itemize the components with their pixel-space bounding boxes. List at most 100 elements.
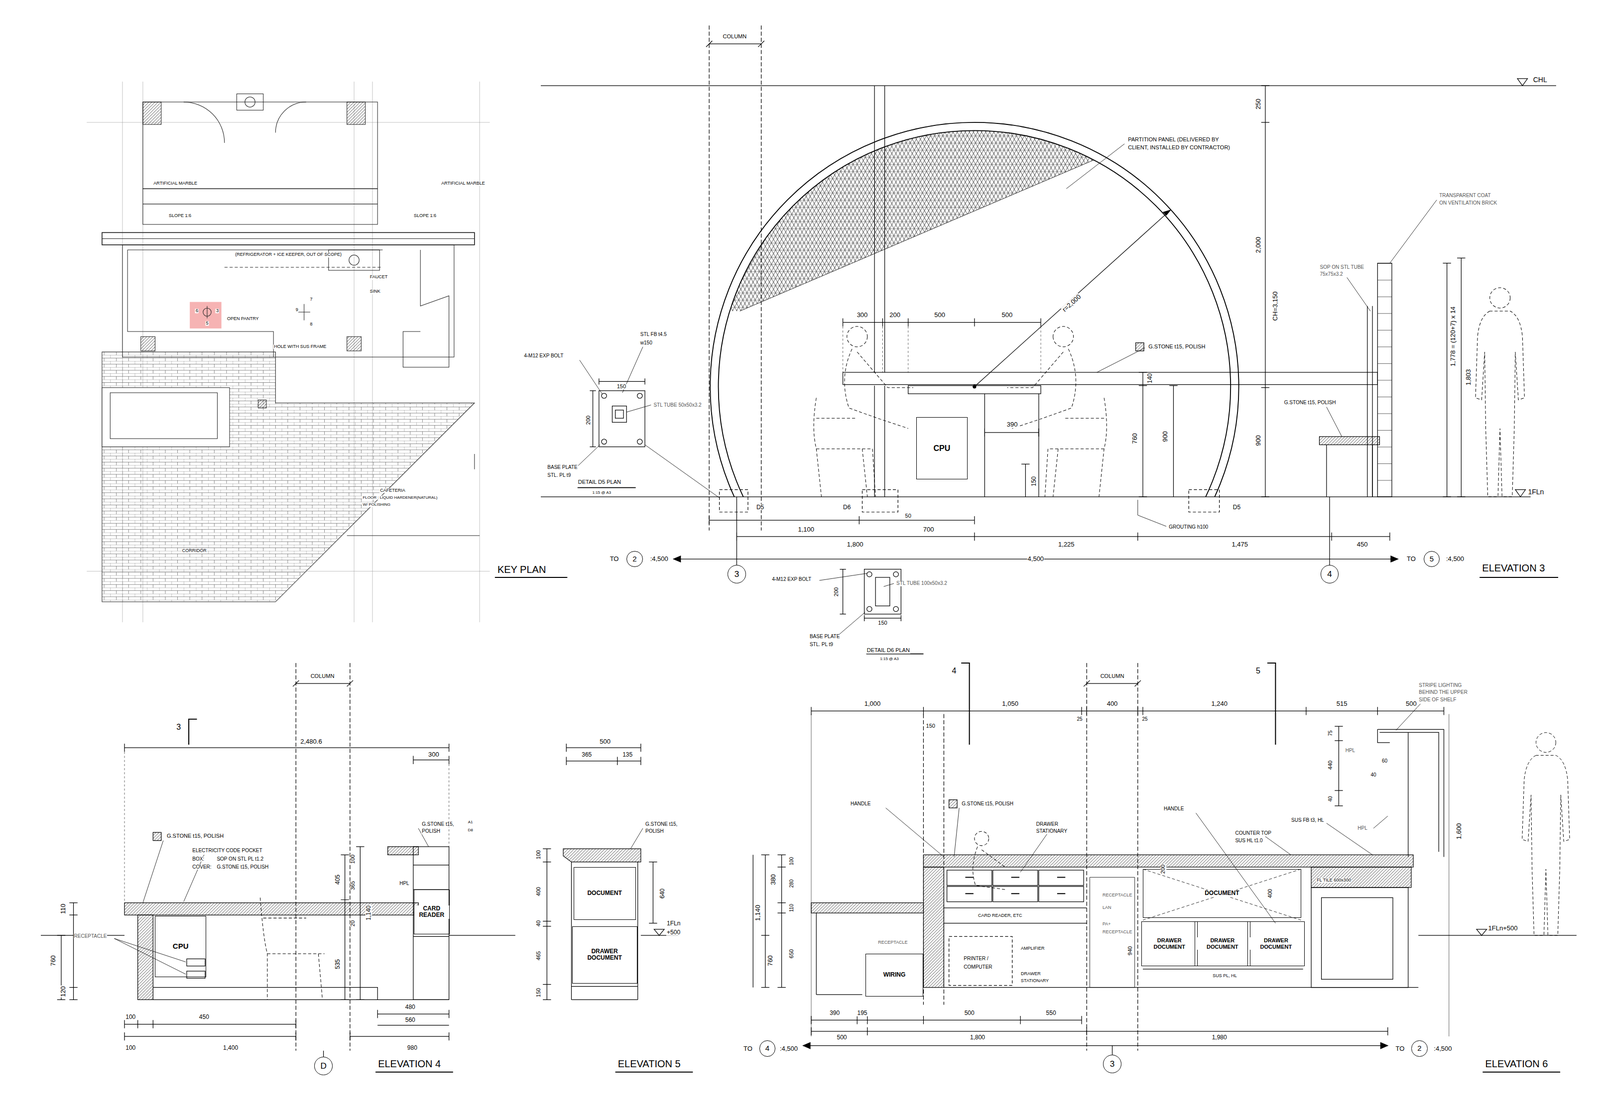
drawing-note: SUS FB t3, HL bbox=[1290, 817, 1325, 824]
elevation-5-part bbox=[566, 743, 641, 766]
key-plan-part bbox=[86, 81, 490, 623]
grid-number: 2 bbox=[631, 555, 638, 564]
drawing-note: 50 bbox=[904, 513, 912, 520]
elevation-6-part bbox=[1311, 887, 1409, 988]
drawing-note: PA+ bbox=[1102, 922, 1112, 927]
drawing-note: BASE PLATE bbox=[546, 464, 578, 471]
drawing-note: ELEVATION 6 bbox=[1484, 1059, 1549, 1070]
elevation-5-part bbox=[648, 862, 657, 924]
drawing-note: RECEPTACLE bbox=[1102, 893, 1133, 899]
elevation-4 bbox=[40, 663, 516, 1073]
drawing-note: 1,240 bbox=[1210, 700, 1229, 708]
drawing-note: D6 bbox=[842, 503, 852, 511]
dimension-text: 1,140 bbox=[754, 904, 762, 923]
box-label: CPU bbox=[171, 942, 190, 952]
drawing-note: SLOPE 1:6 bbox=[168, 214, 192, 219]
elevation-3-part bbox=[1261, 85, 1270, 497]
drawing-note: ON VENTILATION BRICK bbox=[1438, 200, 1498, 207]
drawing-note: ELEVATION 4 bbox=[377, 1059, 442, 1070]
drawing-note: STATIONARY bbox=[1035, 829, 1068, 835]
elevation-4-part bbox=[375, 1072, 454, 1074]
drawing-note: HOLE WITH SUS FRAME bbox=[273, 344, 327, 350]
drawing-note: GROUTING h100 bbox=[1168, 524, 1209, 531]
elevation-6-part bbox=[885, 704, 1421, 924]
detail-plans bbox=[576, 347, 924, 655]
drawing-note: COLUMN bbox=[722, 33, 748, 40]
dimension-text: 405 bbox=[334, 873, 342, 885]
elevation-5-part bbox=[571, 862, 638, 1001]
drawing-note: DRAWER bbox=[1035, 822, 1059, 828]
elevation-3-part bbox=[1021, 464, 1030, 497]
drawing-note: PARTITION PANEL (DELIVERED BY bbox=[1127, 136, 1220, 143]
elevation-6-part bbox=[949, 800, 958, 809]
elevation-4-part bbox=[188, 719, 197, 745]
drawing-note: 480 bbox=[404, 1003, 416, 1011]
grid-number: 5 bbox=[1428, 555, 1435, 564]
drawing-note: 500 bbox=[1001, 311, 1014, 319]
drawing-note: ELEVATION 3 bbox=[1481, 563, 1546, 574]
elevation-4-part bbox=[114, 828, 429, 975]
drawing-note: 200 bbox=[888, 311, 901, 319]
grid-bubble: 5 bbox=[1423, 551, 1441, 568]
drawing-note: 1,800 bbox=[846, 541, 864, 549]
drawing-note: FL TILE 600x300 bbox=[1316, 878, 1352, 883]
key-plan-part bbox=[102, 238, 475, 240]
drawing-note: RECEPTACLE bbox=[1102, 930, 1133, 935]
grid-number: 3 bbox=[733, 569, 740, 580]
elevation-4-part bbox=[413, 865, 450, 937]
drawing-note: COLUMN bbox=[1100, 673, 1125, 680]
dimension-text: 140 bbox=[1146, 372, 1154, 384]
dimension-text: 110 bbox=[59, 903, 67, 916]
key-plan-part bbox=[140, 336, 156, 352]
elevation-3-part bbox=[1442, 257, 1466, 497]
elevation-6-part bbox=[923, 867, 944, 988]
drawing-note: BEHIND THE UPPER bbox=[1418, 690, 1469, 696]
cabinet-box: DRAWER DOCUMENT bbox=[1194, 921, 1251, 967]
drawing-note: 195 bbox=[856, 1010, 868, 1017]
elevation-6-part bbox=[973, 733, 1570, 937]
key-plan-part bbox=[257, 399, 266, 408]
detail-plans-part bbox=[615, 410, 624, 419]
elevation-3-part-part bbox=[1475, 287, 1525, 497]
drawing-note: CARD READER, ETC bbox=[977, 914, 1023, 919]
drawing-note: +500 bbox=[666, 929, 681, 937]
drawing-note: SIDE OF SHELF bbox=[1418, 697, 1457, 704]
elevation-4-part bbox=[186, 959, 206, 967]
detail-plans-part bbox=[599, 390, 645, 448]
drawing-note: 1,475 bbox=[1230, 541, 1249, 549]
drawing-note: 25 bbox=[1141, 717, 1149, 723]
elevation-3-part bbox=[843, 372, 1378, 385]
elevation-4-part bbox=[260, 897, 325, 1000]
drawing-note: G.STONE t15, bbox=[644, 822, 678, 828]
box-label: DRAWER DOCUMENT bbox=[1195, 937, 1251, 951]
drawing-note: STRIPE LIGHTING bbox=[1418, 683, 1463, 689]
drawing-note: G.STONE t15, POLISH bbox=[216, 864, 269, 871]
drawing-note: FLOOR : LIQUID HARDENER(NATURAL) bbox=[362, 495, 438, 500]
elevation-3-part bbox=[843, 318, 1042, 327]
box-label: DOCUMENT bbox=[586, 890, 623, 897]
dimension-text: 110 bbox=[789, 903, 795, 913]
drawing-note: KEY PLAN bbox=[496, 564, 547, 575]
drawing-note: 500 bbox=[933, 311, 946, 319]
elevation-3-part-part bbox=[1006, 326, 1107, 497]
elevation-3-part bbox=[843, 326, 1042, 373]
drawing-note: STL FB t4.5 bbox=[639, 332, 668, 338]
elevation-4-part bbox=[292, 680, 354, 687]
dimension-text: 200 bbox=[833, 586, 840, 597]
elevation-6-part bbox=[1089, 877, 1135, 988]
drawing-note: 700 bbox=[922, 526, 935, 534]
elevation-6-part bbox=[752, 855, 786, 988]
dimension-text: 40 bbox=[1328, 795, 1334, 803]
drawing-note: 5 bbox=[205, 321, 209, 326]
elevation-3-part bbox=[719, 490, 1220, 513]
elevation-6 bbox=[752, 663, 1577, 1073]
elevation-6-part-part bbox=[974, 831, 989, 847]
elevation-6-part bbox=[1142, 869, 1302, 921]
elevation-6-part bbox=[1476, 929, 1487, 936]
drawing-note: SOP ON STL TUBE bbox=[1319, 264, 1365, 271]
drawing-note: 8 bbox=[309, 322, 313, 327]
key-plan-part bbox=[142, 188, 378, 225]
drawing-note: 1,400 bbox=[222, 1044, 239, 1052]
